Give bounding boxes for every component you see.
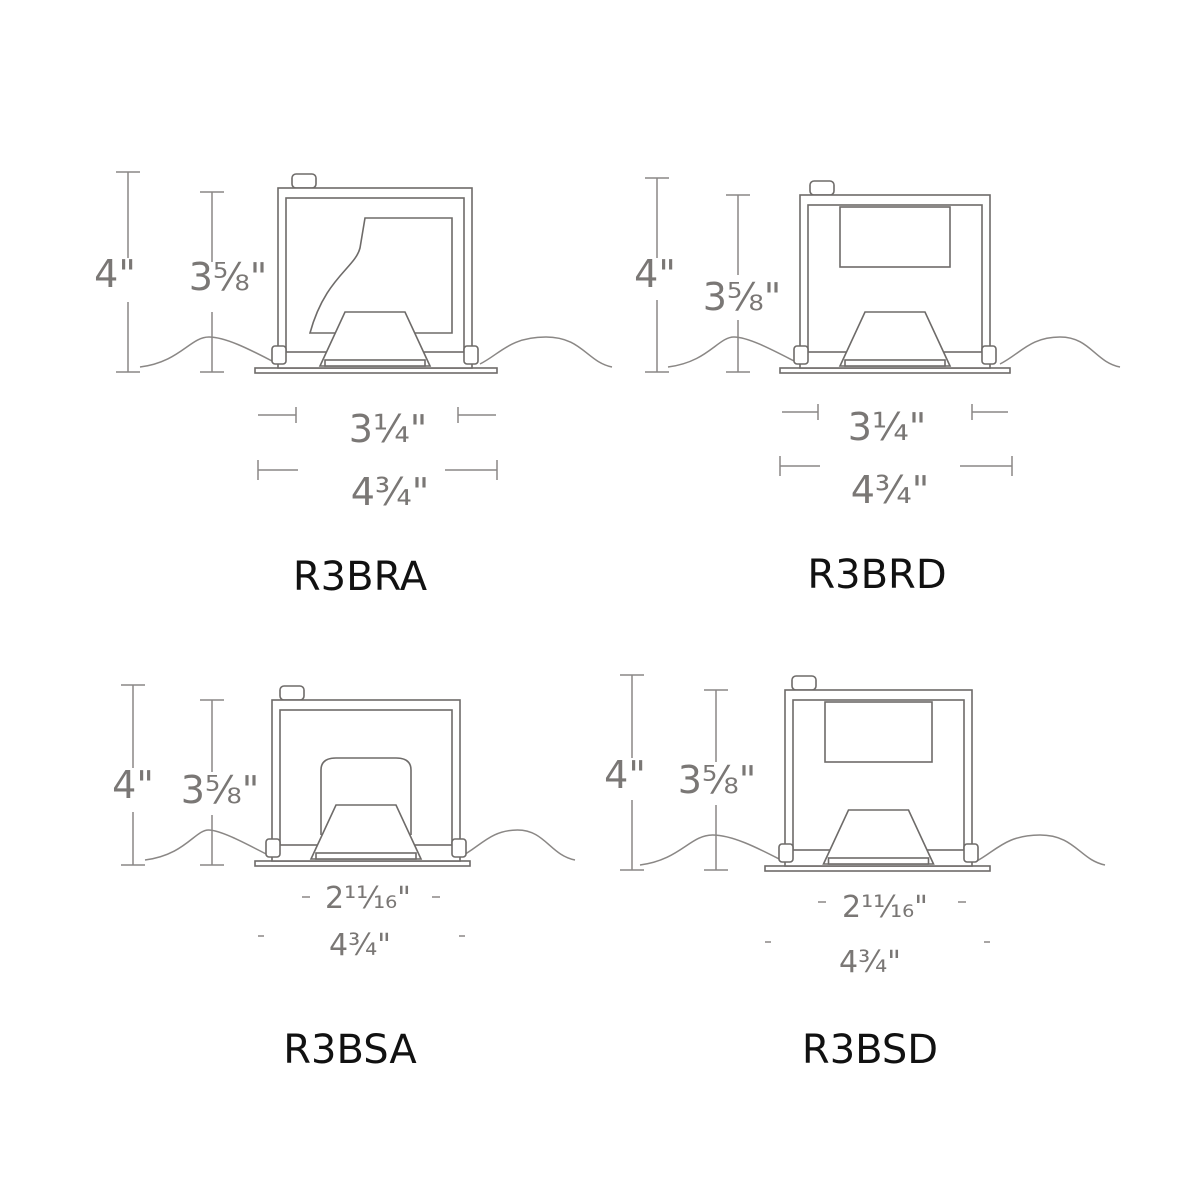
model-label: R3BRA [293,554,428,600]
width-total-label: 4¾" [351,470,430,514]
width-total-label: 4¾" [839,945,901,980]
junction-knob [809,180,835,196]
panel-r3bsa: 4" 3⅝" 2¹¹⁄₁₆" 4¾" R3BSA [112,763,417,1073]
aperture-label: 3¼" [848,405,927,449]
fixture-housing [254,685,471,867]
spring-clip-right [981,345,997,365]
junction-knob [791,675,817,691]
driver-box [824,701,933,763]
lens [315,852,417,860]
ceiling-profile-right [479,336,613,368]
panel-r3brd: 4" 3⅝" 3¼" 4¾" R3BRD [634,252,946,598]
lens [827,857,930,865]
width-total-label: 4¾" [851,468,930,512]
height-total-label: 4" [634,252,676,296]
ceiling-profile-right [999,336,1121,368]
spring-clip-left [778,843,794,863]
height-housing-label: 3⅝" [703,275,782,319]
spring-clip-left [265,838,281,858]
ceiling-profile-left [139,336,279,368]
lens [324,359,426,367]
model-label: R3BSD [802,1027,938,1073]
height-total-label: 4" [112,763,154,807]
height-housing-label: 3⅝" [189,255,268,299]
width-total-label: 4¾" [329,928,391,963]
panel-r3bra: 4" 3⅝" 3¼" 4¾" R3BRA [94,252,429,600]
model-label: R3BSA [283,1027,417,1073]
spring-clip-left [793,345,809,365]
height-total-label: 4" [604,753,646,797]
driver-box [839,206,951,268]
panel-r3bsd: 4" 3⅝" 2¹¹⁄₁₆" 4¾" R3BSD [604,753,938,1073]
lens [844,359,946,367]
ceiling-profile-right [974,834,1106,866]
ceiling-profile-left [667,336,801,368]
spring-clip-left [271,345,287,365]
model-label: R3BRD [807,552,946,598]
aperture-label: 3¼" [349,407,428,451]
adjustable-arm [308,217,453,334]
height-housing-label: 3⅝" [678,758,757,802]
aperture-label: 2¹¹⁄₁₆" [842,890,928,925]
fixture-housing [254,173,498,374]
height-housing-label: 3⅝" [181,768,260,812]
aperture-label: 2¹¹⁄₁₆" [325,881,411,916]
fixture-housing [764,675,991,872]
fixture-housing [779,180,1011,374]
spring-clip-right [463,345,479,365]
junction-knob [279,685,305,701]
ceiling-profile-left [639,834,786,866]
height-total-label: 4" [94,252,136,296]
spring-clip-right [963,843,979,863]
junction-knob [291,173,317,189]
ceiling-profile-right [459,829,576,861]
ceiling-profile-left [144,829,273,861]
spring-clip-right [451,838,467,858]
